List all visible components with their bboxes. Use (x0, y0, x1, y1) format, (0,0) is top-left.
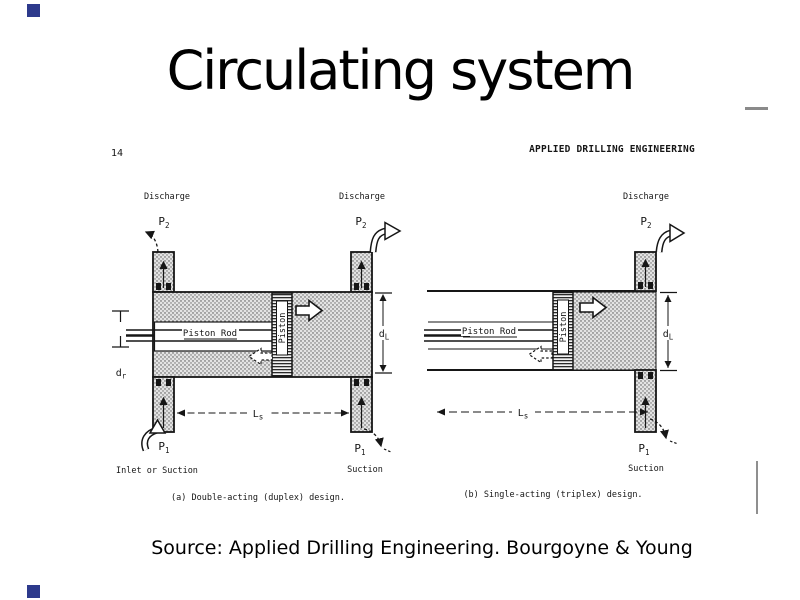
triplex-discharge-label: Discharge (623, 192, 669, 202)
triplex-discharge-arrow (655, 223, 686, 253)
duplex-rod-diameter-dimension (112, 310, 129, 348)
duplex-suction-label: Suction (347, 465, 383, 475)
accent-square-bottom-left (27, 585, 40, 598)
triplex-liner-diameter-dimension: dL (658, 291, 678, 372)
duplex-suction-arrow-dashed (363, 428, 392, 453)
duplex-stroke-length-dimension: Ls (177, 405, 349, 422)
figure-page-number: 14 (111, 148, 123, 159)
duplex-discharge-arrow (369, 221, 402, 253)
right-edge-line (756, 461, 758, 514)
duplex-pump-drawing: Piston (112, 192, 402, 503)
triplex-pump-drawing: Piston (424, 192, 686, 500)
triplex-caption: (b) Single-acting (triplex) design. (463, 490, 642, 500)
title-dash (745, 107, 768, 110)
triplex-p2-label: P2 (640, 215, 651, 230)
triplex-stroke-arrow-right (579, 295, 608, 320)
triplex-p1-label: P1 (638, 442, 649, 457)
svg-text:Piston Rod: Piston Rod (462, 327, 516, 337)
duplex-right-p2-label: P2 (355, 215, 366, 230)
duplex-valve-marks (156, 283, 369, 386)
triplex-piston-rod-label: Piston Rod (461, 324, 518, 338)
duplex-liner-diameter-dimension: dL (374, 292, 394, 374)
duplex-return-arrow-dashed (247, 347, 273, 366)
duplex-piston-rod-label: Piston Rod (182, 326, 239, 340)
svg-text:Piston Rod: Piston Rod (183, 329, 237, 339)
duplex-caption: (a) Double-acting (duplex) design. (171, 493, 345, 503)
duplex-rod-diameter-label: dr (116, 368, 127, 381)
duplex-piston: Piston (271, 292, 293, 377)
duplex-inlet-arrow (141, 418, 167, 452)
triplex-suction-label: Suction (628, 464, 664, 474)
duplex-left-discharge-label: Discharge (144, 192, 190, 202)
svg-text:dL: dL (663, 329, 674, 342)
duplex-piston-label: Piston (278, 313, 288, 344)
triplex-stroke-length-dimension: Ls (437, 404, 648, 421)
triplex-valve-marks (638, 282, 653, 379)
duplex-right-discharge-label: Discharge (339, 192, 385, 202)
duplex-right-p1-label: P1 (354, 442, 365, 457)
triplex-suction-arrow-dashed (649, 418, 679, 445)
duplex-column-flow-arrows (159, 260, 366, 428)
triplex-piston-label: Piston (559, 312, 569, 343)
triplex-return-arrow-dashed (527, 345, 553, 364)
figure-running-header: APPLIED DRILLING ENGINEERING (529, 144, 695, 155)
duplex-discharge-arrow-dashed (144, 230, 159, 253)
svg-text:Ls: Ls (253, 409, 264, 422)
duplex-stroke-arrow-right (295, 298, 324, 323)
slide-title: Circulating system (166, 39, 636, 102)
accent-square-top-left (27, 4, 40, 17)
source-caption: Source: Applied Drilling Engineering. Bo… (151, 537, 693, 559)
duplex-inlet-label: Inlet or Suction (116, 466, 198, 476)
duplex-left-p1-label: P1 (158, 440, 169, 455)
svg-text:dL: dL (379, 329, 390, 342)
svg-text:Ls: Ls (518, 408, 529, 421)
duplex-left-p2-label: P2 (158, 215, 169, 230)
triplex-piston: Piston (552, 291, 574, 371)
